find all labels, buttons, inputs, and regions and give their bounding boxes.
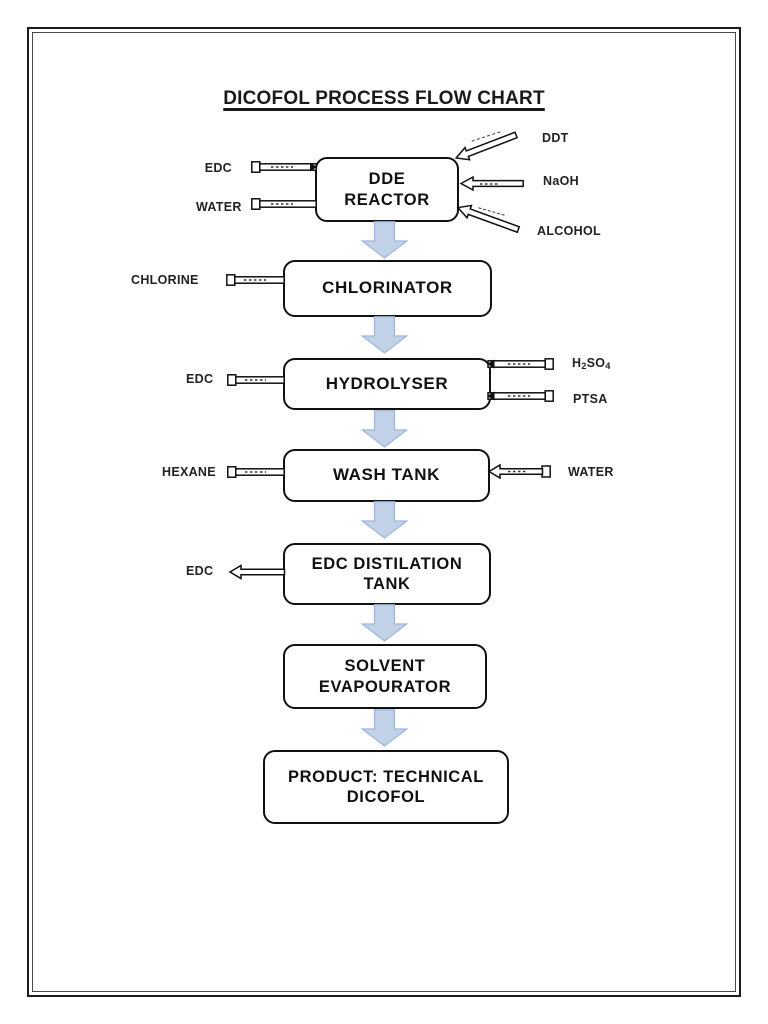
page-title: DICOFOL PROCESS FLOW CHART bbox=[223, 88, 545, 109]
chlorine-inlet-pipe-chlorinator bbox=[226, 274, 285, 286]
stream-label-naoh: NaOH bbox=[543, 174, 579, 188]
box-label-line: WASH TANK bbox=[332, 465, 441, 485]
formula-part: SO bbox=[586, 356, 606, 370]
box-label-line: DICOFOL bbox=[346, 788, 426, 806]
box-label-line: DDE bbox=[368, 170, 406, 189]
edc-inlet-pipe-hydrolyser bbox=[227, 374, 285, 386]
page-border-inner bbox=[32, 32, 736, 992]
stream-label-edc-hydrolyser: EDC bbox=[186, 372, 214, 386]
stream-label-water-reactor: WATER bbox=[196, 200, 242, 214]
stream-label-hexane: HEXANE bbox=[162, 465, 216, 479]
water-inlet-arrow-wash-tank bbox=[487, 463, 551, 480]
flow-down-arrow-2 bbox=[360, 316, 409, 354]
arrow-shape bbox=[360, 221, 409, 259]
box-label-line: SOLVENT bbox=[344, 657, 426, 676]
stream-label-h2so4: H2SO4 bbox=[572, 356, 611, 371]
water-inlet-pipe-dde-reactor bbox=[251, 198, 317, 210]
edc-outlet-arrow-distilation-tank bbox=[228, 564, 286, 580]
stream-label-chlorine: CHLORINE bbox=[131, 273, 199, 287]
stream-label-edc-out: EDC bbox=[186, 564, 214, 578]
arrow-shape bbox=[360, 709, 409, 747]
stream-label-ptsa: PTSA bbox=[573, 392, 608, 406]
h2so4-inlet-pipe-hydrolyser bbox=[487, 358, 554, 370]
naoh-inlet-arrow-dde-reactor bbox=[459, 175, 524, 192]
edc-inlet-pipe-dde-reactor bbox=[251, 161, 317, 173]
process-box-chlorinator: CHLORINATOR bbox=[283, 260, 492, 317]
flow-down-arrow-1 bbox=[360, 221, 409, 259]
arrow-shape bbox=[360, 410, 409, 448]
process-box-product-technical-dicofol: PRODUCT: TECHNICAL DICOFOL bbox=[263, 750, 509, 824]
formula-subscript: 2 bbox=[581, 361, 587, 371]
alcohol-inlet-arrow-dde-reactor bbox=[456, 204, 521, 234]
process-box-wash-tank: WASH TANK bbox=[283, 449, 490, 502]
stream-label-ddt: DDT bbox=[542, 131, 569, 145]
stream-label-edc-reactor: EDC bbox=[204, 161, 232, 175]
stream-label-water-wash: WATER bbox=[568, 465, 614, 479]
flow-down-arrow-6 bbox=[360, 709, 409, 747]
flow-down-arrow-4 bbox=[360, 501, 409, 539]
box-label-line: PRODUCT: TECHNICAL bbox=[288, 767, 484, 786]
box-label-line: EVAPOURATOR bbox=[318, 677, 452, 696]
process-box-edc-distilation-tank: EDC DISTILATION TANK bbox=[283, 543, 491, 605]
box-label-line: EDC DISTILATION bbox=[311, 554, 463, 573]
page-border-outer bbox=[27, 27, 741, 997]
box-label-line: CHLORINATOR bbox=[322, 278, 453, 298]
ddt-inlet-arrow-dde-reactor bbox=[454, 131, 519, 161]
box-label-line: HYDROLYSER bbox=[325, 373, 449, 393]
stream-label-alcohol: ALCOHOL bbox=[537, 224, 601, 238]
hexane-inlet-pipe-wash-tank bbox=[227, 466, 285, 478]
arrow-shape bbox=[360, 604, 409, 642]
process-box-solvent-evapourator: SOLVENT EVAPOURATOR bbox=[283, 644, 487, 709]
ptsa-inlet-pipe-hydrolyser bbox=[487, 390, 554, 402]
process-box-hydrolyser: HYDROLYSER bbox=[283, 358, 491, 410]
box-label-line: REACTOR bbox=[344, 190, 430, 209]
process-box-dde-reactor: DDE REACTOR bbox=[315, 157, 459, 222]
flow-down-arrow-3 bbox=[360, 410, 409, 448]
arrow-shape bbox=[360, 501, 409, 539]
formula-subscript: 4 bbox=[605, 361, 611, 371]
flow-down-arrow-5 bbox=[360, 604, 409, 642]
formula-part: H bbox=[572, 356, 582, 370]
box-label-line: TANK bbox=[363, 575, 411, 593]
arrow-shape bbox=[360, 316, 409, 354]
